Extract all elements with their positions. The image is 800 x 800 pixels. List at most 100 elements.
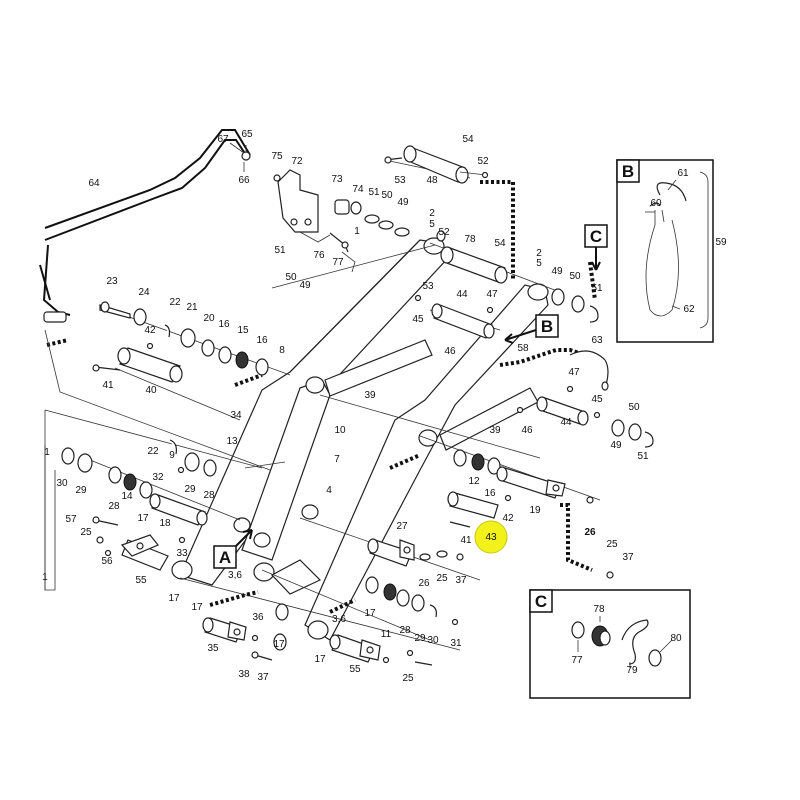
left-lower-group: [61, 439, 217, 571]
part-label: 64: [88, 178, 100, 189]
part-label: 35: [207, 643, 219, 654]
part-label: 41: [102, 380, 114, 391]
part-label: 54: [494, 238, 506, 249]
arm-pivot-mid: [305, 376, 325, 394]
part-label: 47: [486, 289, 498, 300]
pin-44-upper: [414, 294, 495, 339]
part-label: 27: [396, 521, 408, 532]
part-label: 30: [56, 478, 68, 489]
part-label: 2: [536, 248, 542, 259]
part-label: 37: [257, 672, 269, 683]
part-label: 67: [217, 134, 229, 145]
part-label: 17: [137, 513, 149, 524]
nut-24: [133, 308, 147, 326]
detail-letter: B: [622, 162, 634, 181]
cross-tubes: [271, 339, 539, 595]
part-label: 32: [152, 472, 164, 483]
part-label: 5: [429, 219, 435, 230]
lower-washer-row: [273, 576, 459, 666]
part-label: 63: [591, 335, 603, 346]
part-label: 18: [159, 518, 171, 529]
part-label: 72: [291, 156, 303, 167]
part-label: 46: [444, 346, 456, 357]
part-label: 80: [670, 633, 682, 644]
bracket-72: [277, 169, 319, 233]
part-label: 16: [484, 488, 496, 499]
callout-letter: B: [541, 317, 553, 336]
part-label: 3,6: [228, 570, 242, 581]
part-label: 39: [364, 390, 376, 401]
part-label: 76: [313, 250, 325, 261]
part-label: 25: [80, 527, 92, 538]
part-label: 65: [241, 129, 253, 140]
part-label: 61: [677, 168, 689, 179]
part-label: 8: [279, 345, 285, 356]
part-label: 17: [191, 602, 203, 613]
detail-letter: C: [535, 592, 547, 611]
part-label: 42: [502, 513, 514, 524]
nut-74: [350, 201, 362, 215]
part-label: 30: [427, 635, 439, 646]
part-label: 79: [626, 665, 638, 676]
part-label: 26: [584, 527, 596, 538]
part-label: 3,6: [332, 614, 346, 625]
part-label: 12: [468, 476, 480, 487]
arm-pivot-top: [423, 237, 445, 255]
part-label: 9: [169, 450, 175, 461]
part-label: 49: [551, 266, 563, 277]
part-label: 1: [42, 572, 48, 583]
pin-35-group: [202, 617, 273, 661]
part-label: 22: [147, 446, 159, 457]
pin-40-row: [92, 301, 269, 383]
part-label: 47: [568, 367, 580, 378]
part-label: 60: [650, 198, 662, 209]
part-label: 21: [186, 302, 198, 313]
part-label: 25: [436, 573, 448, 584]
part-label: 17: [168, 593, 180, 604]
part-label: 20: [203, 313, 215, 324]
bushing-15: [235, 351, 249, 369]
part-label: 29: [414, 633, 426, 644]
callout-b: B: [504, 314, 559, 344]
arm-foot-left: [171, 560, 193, 580]
pin-54: [436, 230, 508, 284]
part-label: 17: [364, 608, 376, 619]
rod-clamp: [43, 311, 67, 323]
right-top-washers: [551, 288, 599, 323]
part-label: 4: [326, 485, 332, 496]
left-frame: [44, 445, 56, 591]
hose-63: [569, 350, 609, 391]
part-label: 33: [176, 548, 188, 559]
part-label: 59: [715, 237, 727, 248]
part-label: 73: [331, 174, 343, 185]
part-label: 77: [332, 257, 344, 268]
part-label: 45: [591, 394, 603, 405]
part-label: 48: [426, 175, 438, 186]
part-label: 17: [314, 654, 326, 665]
part-label: 16: [256, 335, 268, 346]
arm-foot-right: [253, 562, 275, 582]
right-arm-foot: [307, 620, 329, 640]
part-label: 24: [138, 287, 150, 298]
callout-c: C: [584, 224, 608, 271]
part-label: 7: [334, 454, 340, 465]
part-label: 29: [184, 484, 196, 495]
part-label: 77: [571, 655, 583, 666]
upper-bracket-assembly: [273, 169, 410, 273]
part-label: 11: [381, 629, 392, 640]
part-label: 28: [399, 625, 411, 636]
arm-pivot-low2: [253, 532, 271, 548]
part-label: 13: [226, 436, 238, 447]
part-label: 19: [529, 505, 541, 516]
right-arm-pivot-mid: [418, 429, 438, 447]
part-label: 2: [429, 208, 435, 219]
part-label: 57: [65, 514, 77, 525]
part-label: 37: [622, 552, 634, 563]
part-label: 51: [591, 283, 603, 294]
part-label: 45: [412, 314, 424, 325]
arm-pivot-low: [233, 517, 251, 533]
part-label: 55: [349, 664, 361, 675]
part-label: 49: [610, 440, 622, 451]
part-label: 51: [368, 187, 380, 198]
